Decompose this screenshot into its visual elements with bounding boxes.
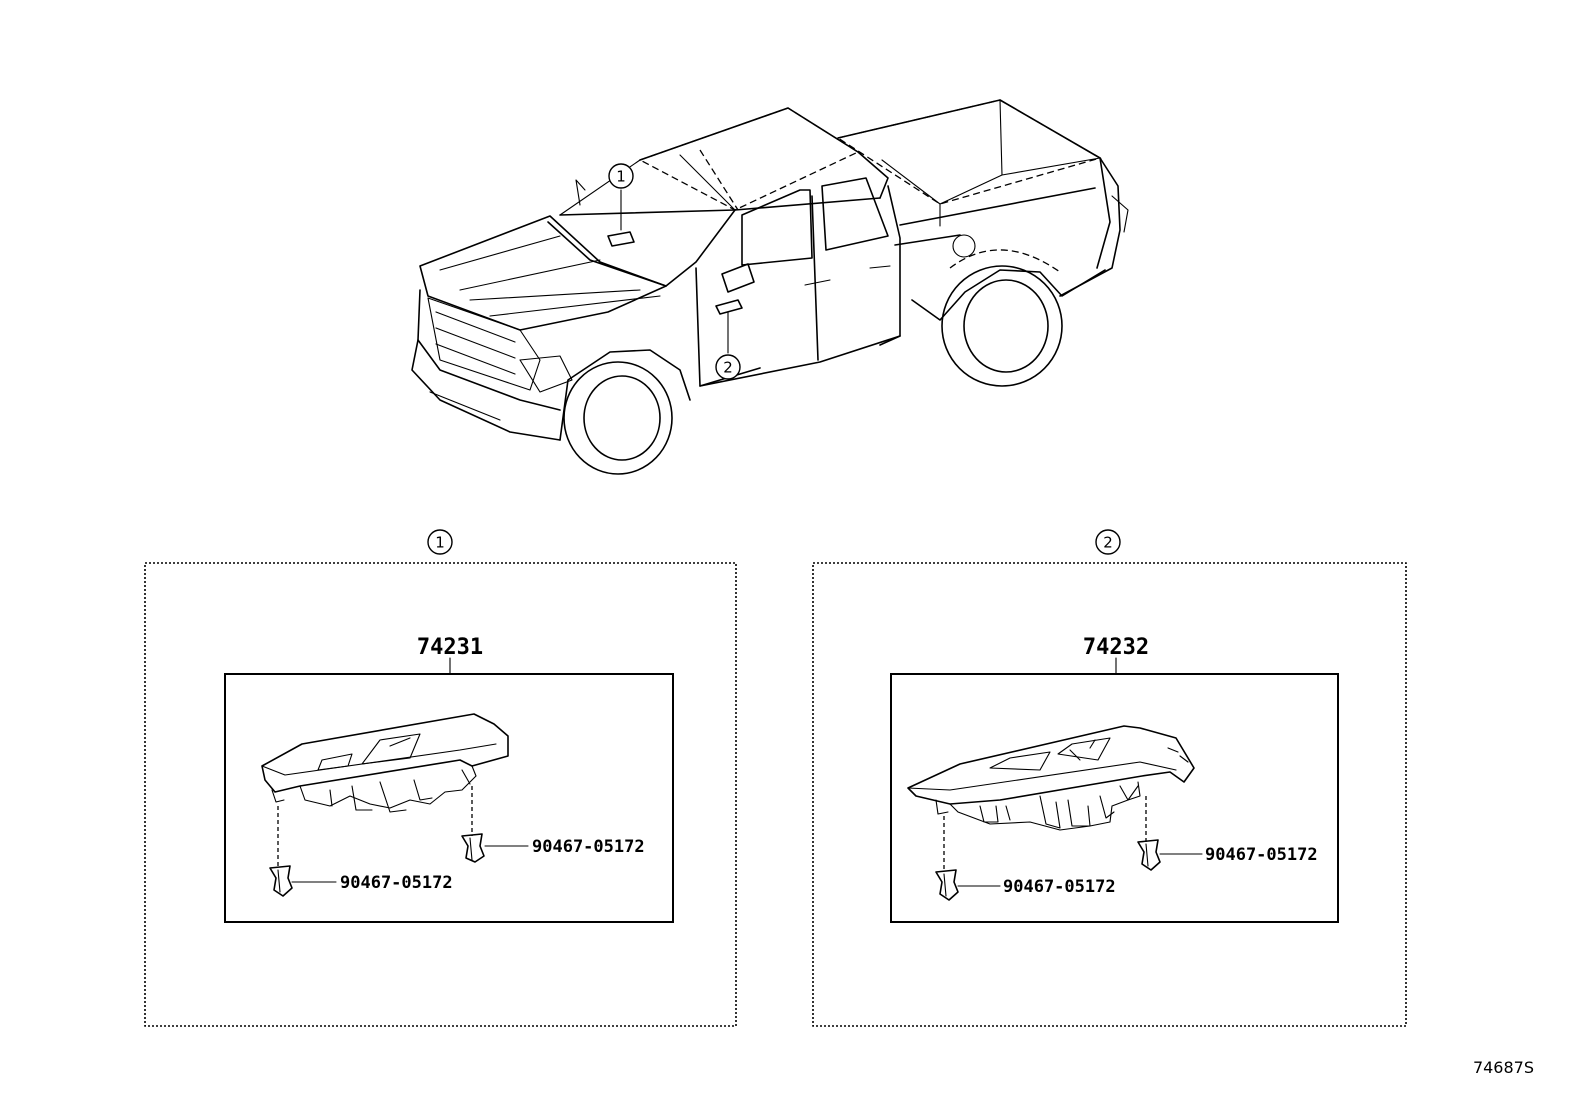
panel-2-clip-part-number-right: 90467-05172 — [1205, 845, 1318, 865]
panel-2-assembly-part-number: 74232 — [1083, 635, 1149, 660]
truck-illustration: 1 2 — [411, 99, 1129, 475]
panel-1: 1 74231 90467-05172 — [144, 529, 737, 1027]
panel-2-frame — [812, 562, 1407, 1027]
window-switch-bezel-1 — [261, 713, 509, 813]
svg-text:1: 1 — [435, 534, 445, 552]
panel-1-parts-box — [224, 673, 674, 923]
callout-1-on-truck: 1 — [608, 163, 634, 189]
diagram-code: 74687S — [1472, 1058, 1534, 1077]
panel-1-clip-part-number-right: 90467-05172 — [532, 837, 645, 857]
window-switch-bezel-2 — [907, 725, 1195, 831]
clip-1b — [461, 833, 485, 863]
callout-2-on-truck: 2 — [715, 354, 741, 380]
panel-1-assembly-part-number: 74231 — [417, 635, 483, 660]
clip-1a — [269, 865, 293, 897]
svg-text:1: 1 — [616, 168, 626, 186]
panel-1-callout: 1 — [427, 529, 453, 555]
clip-2a — [935, 869, 959, 901]
panel-2-callout: 2 — [1095, 529, 1121, 555]
panel-1-frame — [144, 562, 737, 1027]
clip-2b — [1137, 839, 1161, 871]
panel-2: 2 74232 90467-0517 — [812, 529, 1407, 1027]
panel-2-parts-box — [890, 673, 1339, 923]
svg-text:2: 2 — [723, 359, 733, 377]
panel-2-clip-part-number-left: 90467-05172 — [1003, 877, 1116, 897]
svg-text:2: 2 — [1103, 534, 1113, 552]
panel-1-clip-part-number-left: 90467-05172 — [340, 873, 453, 893]
